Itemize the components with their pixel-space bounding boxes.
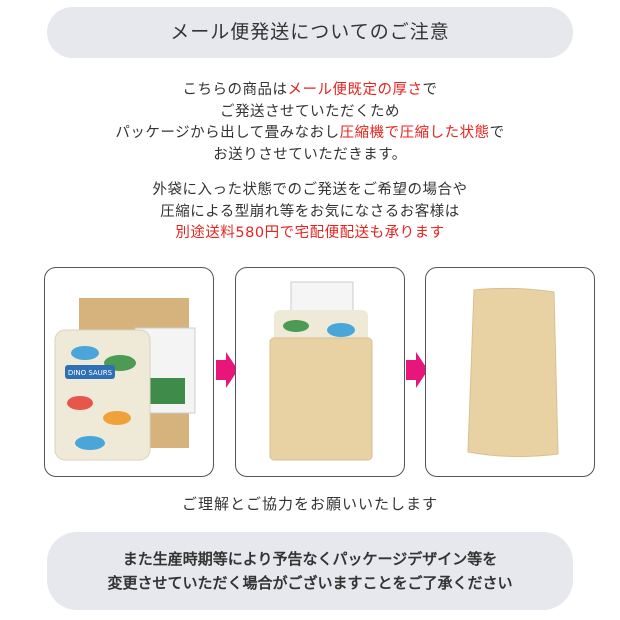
notice-line: こちらの商品はメール便既定の厚さで xyxy=(0,80,620,102)
envelope xyxy=(467,287,559,458)
product-label-text: DINO SAURS xyxy=(68,369,113,377)
dino-print xyxy=(103,411,131,425)
notice-highlight: メール便既定の厚さ xyxy=(287,82,423,98)
footer-notice: また生産時期等により予告なくパッケージデザイン等を 変更させていただく場合がござ… xyxy=(47,532,573,610)
page-title-text: メール便発送についてのご注意 xyxy=(170,21,450,43)
arrow-right-icon xyxy=(406,352,428,388)
dino-print xyxy=(67,396,93,410)
notice-text: パッケージから出して畳みなおし xyxy=(115,125,340,141)
notice-text: で xyxy=(422,82,438,98)
step-sealed-envelope-image xyxy=(425,267,595,477)
envelope-insert-illustration xyxy=(269,281,373,461)
notice-line: パッケージから出して畳みなおし圧縮機で圧縮した状態で xyxy=(0,123,620,145)
dino-print xyxy=(327,323,355,337)
product-illustration: DINO SAURS xyxy=(54,298,196,461)
page-title: メール便発送についてのご注意 xyxy=(47,7,573,58)
footer-line: 変更させていただく場合がございますことをご了承ください xyxy=(107,574,513,592)
notice-highlight: 圧縮機で圧縮した状態 xyxy=(339,125,490,141)
arrow-right-icon xyxy=(216,352,238,388)
notice-line: 外袋に入った状態でのご発送をご希望の場合や xyxy=(152,182,468,198)
notice-alternative-shipping: 外袋に入った状態でのご発送をご希望の場合や 圧縮による型崩れ等をお気になさるお客… xyxy=(0,180,620,245)
step-envelope-insert-image xyxy=(235,267,405,477)
dino-print xyxy=(71,346,99,360)
notice-text: で xyxy=(489,125,505,141)
closing-message: ご理解とご協力をお願いいたします xyxy=(181,495,438,513)
notice-shipping-method: こちらの商品はメール便既定の厚さで ご発送させていただくため パッケージから出し… xyxy=(0,80,620,166)
sealed-envelope-illustration xyxy=(467,287,559,458)
notice-text: こちらの商品は xyxy=(182,82,288,98)
notice-highlight: 別途送料580円で宅配便配送も承ります xyxy=(175,225,445,241)
step-unpacked-product-image: DINO SAURS xyxy=(44,267,214,477)
dino-print xyxy=(75,436,105,450)
notice-line: お送りさせていただきます。 xyxy=(213,146,407,163)
notice-line: 圧縮による型崩れ等をお気になさるお客様は xyxy=(160,203,460,220)
dino-print xyxy=(283,320,309,332)
footer-line: また生産時期等により予告なくパッケージデザイン等を xyxy=(122,550,498,568)
product-label xyxy=(65,365,115,379)
notice-line: ご発送させていただくため xyxy=(220,103,400,120)
envelope xyxy=(269,337,373,461)
